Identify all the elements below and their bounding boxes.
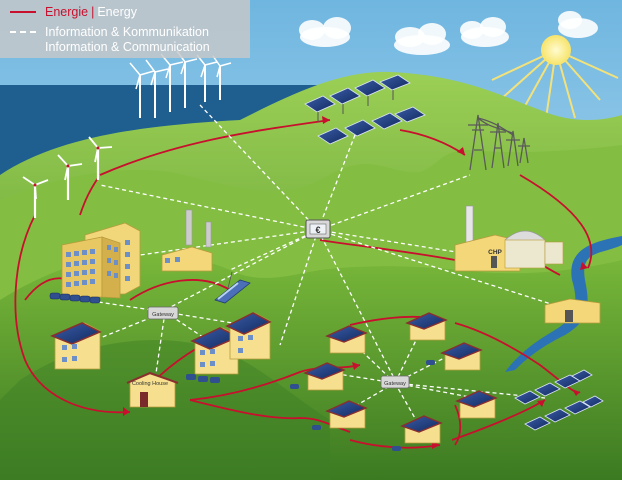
legend-info: Information & Kommunikation: [10, 25, 209, 39]
solar-park-field: [514, 369, 604, 431]
tram: [214, 271, 251, 304]
gateway-east-device: [380, 375, 410, 389]
city-office-building: [61, 222, 141, 299]
chp-label: CHP: [488, 249, 502, 256]
gateway-west-label: Gateway: [152, 312, 174, 318]
info-line-swatch: [10, 31, 36, 33]
legend-info-en: Information & Communication: [45, 40, 210, 54]
smart-meter-icon: [305, 219, 331, 239]
legend-energy: Energie | Energy: [10, 5, 137, 19]
electric-cars-east: [290, 360, 435, 451]
energy-line-swatch: [10, 11, 36, 13]
cooling-house: [126, 371, 179, 408]
chp-plant: [454, 205, 564, 272]
electric-cars-parking: [49, 292, 101, 304]
power-pylons: [468, 114, 530, 171]
legend-energy-en: Energy: [97, 5, 137, 19]
gateway-west-device: [147, 306, 179, 320]
onshore-wind-turbines: [22, 136, 113, 218]
legend-energy-de: Energie: [45, 5, 89, 19]
sun-icon: [491, 35, 619, 126]
cooling-house-label: Cooling House: [132, 381, 168, 387]
legend: Energie | Energy Information & Kommunika…: [0, 0, 250, 58]
legend-separator: |: [91, 5, 95, 19]
clouds: [299, 11, 598, 55]
foreground-shadow: [0, 340, 330, 480]
pump-station: [544, 298, 601, 324]
houses-east: [303, 312, 498, 444]
legend-info-en-row: Information & Communication: [45, 40, 210, 54]
electric-cars-west: [186, 374, 220, 383]
factory: [161, 209, 213, 272]
houses-west: [50, 312, 272, 375]
legend-info-de: Information & Kommunikation: [45, 25, 209, 39]
meter-symbol: €: [315, 225, 320, 235]
offshore-wind-turbines: [129, 50, 232, 118]
gateway-east-label: Gateway: [384, 381, 406, 387]
solar-park-hill: [304, 74, 426, 145]
